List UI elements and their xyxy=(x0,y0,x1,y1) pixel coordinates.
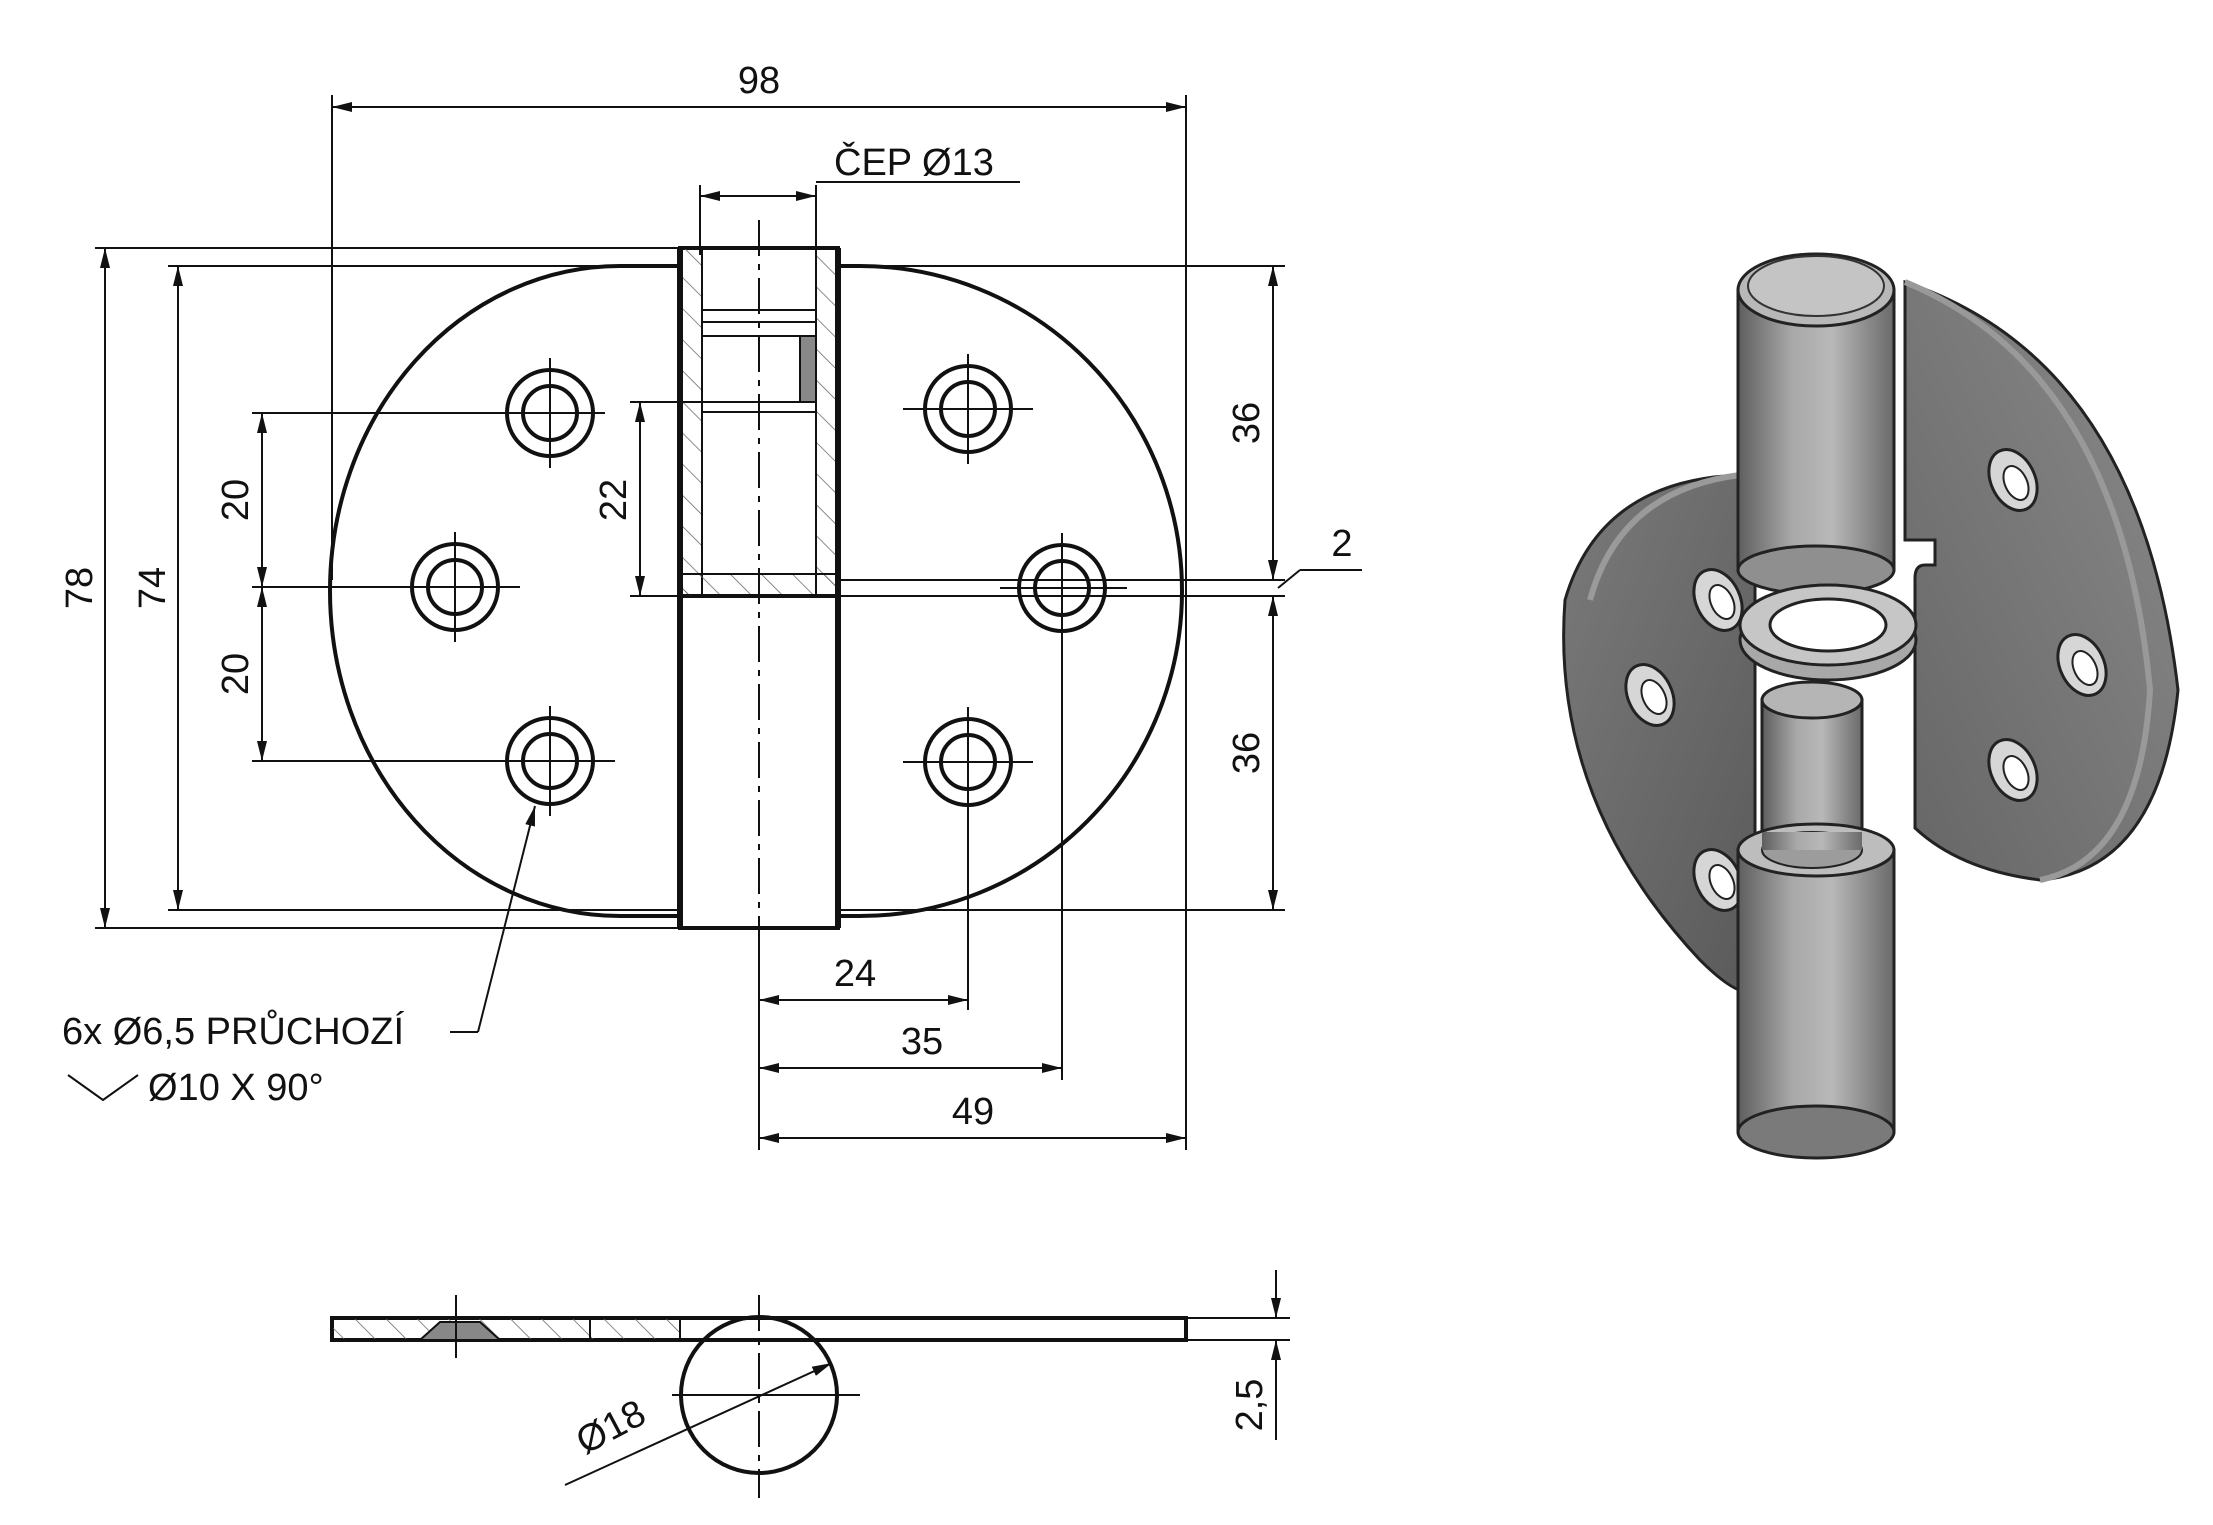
iso-lower-knuckle xyxy=(1736,822,1896,1160)
dim-20-upper: 20 xyxy=(215,479,257,521)
iso-holes-right xyxy=(1987,448,2108,802)
hole-1 xyxy=(495,358,605,468)
hole-5 xyxy=(1000,533,1127,643)
isometric-view xyxy=(1562,252,2180,1160)
dim-2: 2 xyxy=(1331,523,1352,565)
dim-knuckle-diameter: Ø18 xyxy=(570,1392,653,1463)
iso-holes-left xyxy=(1624,568,1744,912)
iso-upper-knuckle xyxy=(1736,252,1896,596)
dim-98: 98 xyxy=(738,60,780,102)
iso-right-leaf xyxy=(1903,279,2180,882)
hole-2 xyxy=(400,532,520,642)
dim-35: 35 xyxy=(901,1021,943,1063)
hole-6 xyxy=(903,707,1033,817)
bottom-view xyxy=(330,1270,1290,1498)
front-view xyxy=(328,220,1184,960)
dim-74: 74 xyxy=(132,567,174,609)
dimension-labels: 98 ČEP Ø13 78 74 20 20 22 36 36 2 24 35 … xyxy=(59,60,1353,1463)
dim-pin: ČEP Ø13 xyxy=(834,140,994,184)
hole-3 xyxy=(495,706,615,816)
dim-22: 22 xyxy=(593,479,635,521)
iso-left-leaf xyxy=(1562,473,1757,994)
dim-78: 78 xyxy=(59,567,101,609)
dimension-lines xyxy=(67,95,1362,1150)
hole-note: 6x Ø6,5 PRŮCHOZÍ xyxy=(62,1008,405,1053)
left-leaf xyxy=(328,264,682,918)
dim-36-lower: 36 xyxy=(1226,732,1268,774)
dim-24: 24 xyxy=(834,953,876,995)
dim-thickness: 2,5 xyxy=(1229,1379,1271,1432)
right-leaf xyxy=(836,264,1184,918)
hole-4 xyxy=(903,354,1033,464)
dim-36-upper: 36 xyxy=(1226,402,1268,444)
countersink-note: Ø10 X 90° xyxy=(148,1067,324,1109)
dim-49: 49 xyxy=(952,1091,994,1133)
iso-washer xyxy=(1738,583,1918,682)
dim-20-lower: 20 xyxy=(215,653,257,695)
